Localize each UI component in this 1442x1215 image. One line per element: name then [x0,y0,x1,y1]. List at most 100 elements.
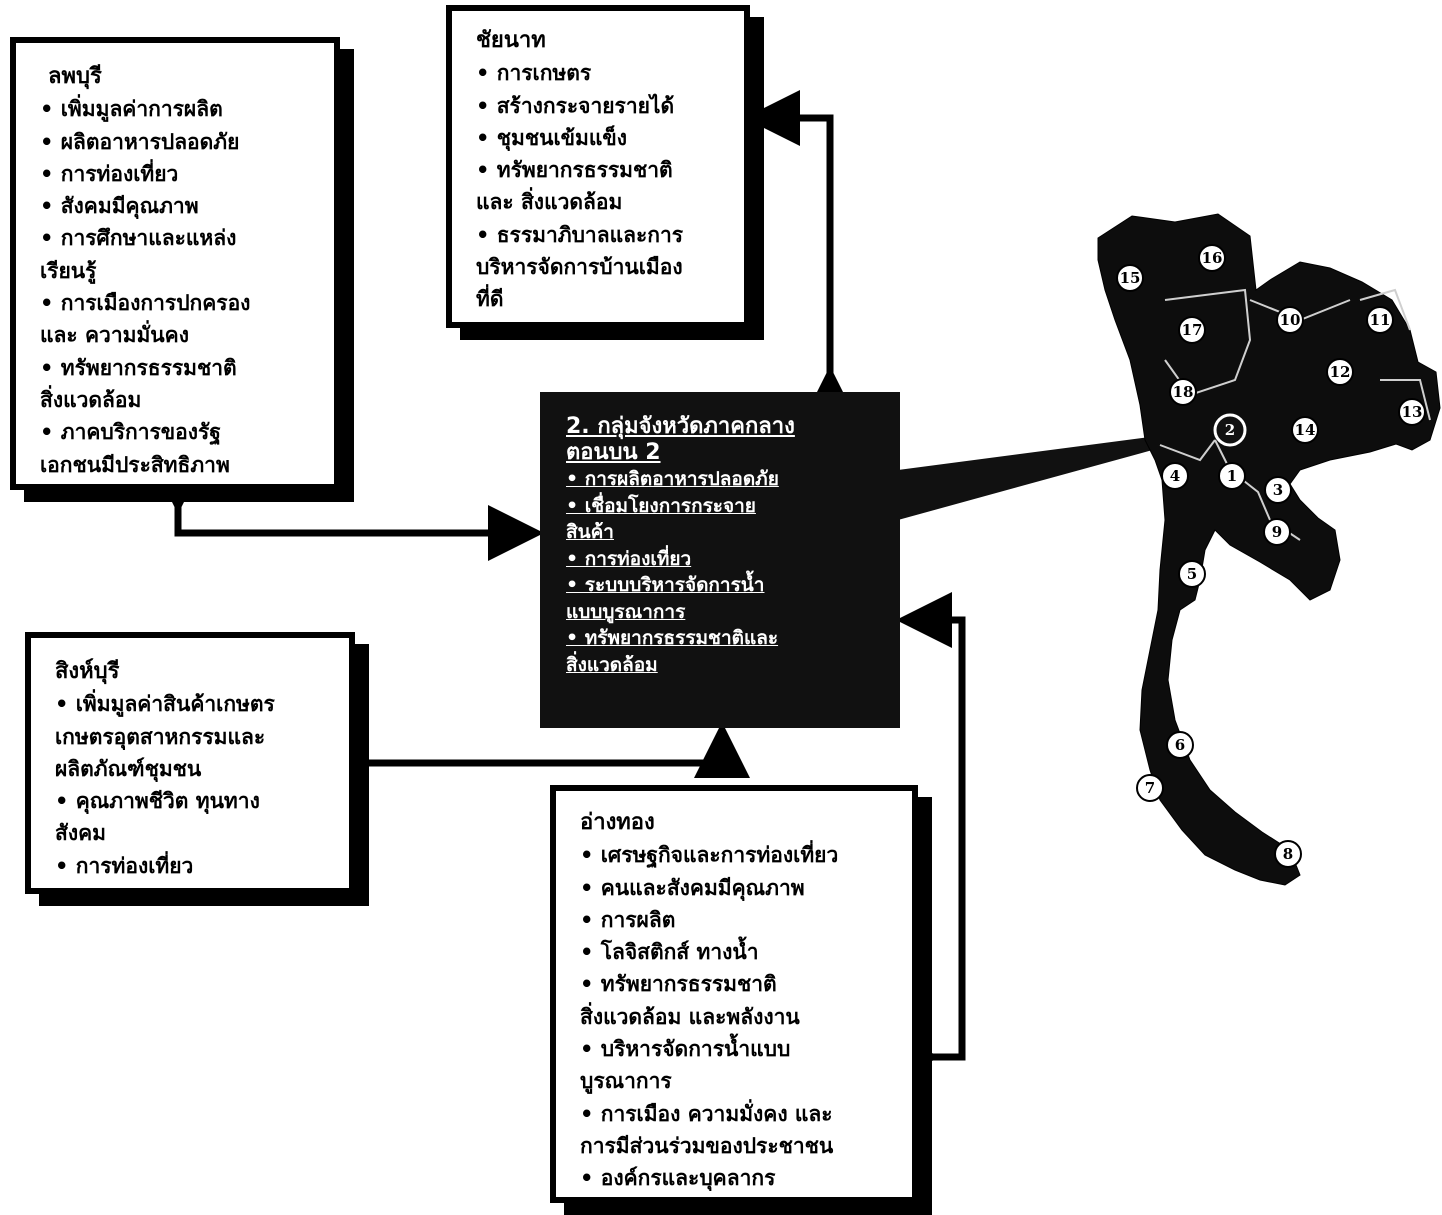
svg-text:15: 15 [1120,269,1141,287]
central-item: • ระบบบริหารจัดการน้ำ [566,574,765,596]
chainat-item: ที่ดี [476,287,504,312]
central-item: • เชื่อมโยงการกระจาย [566,494,756,517]
chainat-list: • การเกษตร • สร้างกระจายรายได้ • ชุมชนเข… [476,57,734,315]
singburi-item: • เพิ่มมูลค่าสินค้าเกษตร [55,692,275,717]
lopburi-item: สิ่งแวดล้อม [40,387,142,412]
singburi-item: เกษตรอุตสาหกรรมและ [55,724,266,749]
region-badge-11: 11 [1366,306,1394,334]
singburi-item: • คุณภาพชีวิต ทุนทาง [55,789,260,814]
central-item: แบบบูรณาการ [566,600,686,623]
angthong-item: • โลจิสติกส์ ทางน้ำ [580,940,759,965]
lopburi-list: • เพิ่มมูลค่าการผลิต • ผลิตอาหารปลอดภัย … [40,93,324,481]
svg-text:3: 3 [1273,481,1283,499]
central-item: สินค้า [566,521,614,543]
lopburi-item: • ผลิตอาหารปลอดภัย [40,129,240,154]
angthong-item: สิ่งแวดล้อม และพลังงาน [580,1004,800,1029]
region-badge-14: 14 [1291,416,1319,444]
central-list: • การผลิตอาหารปลอดภัย • เชื่อมโยงการกระจ… [566,466,890,678]
singburi-item: • การท่องเที่ยว [55,853,194,878]
lopburi-item: • การศึกษาและแหล่ง [40,226,237,251]
central-item: สิ่งแวดล้อม [566,653,658,676]
svg-text:12: 12 [1330,363,1351,381]
region-badge-4: 4 [1161,462,1189,490]
chainat-item: • สร้างกระจายรายได้ [476,93,675,118]
region-badge-5: 5 [1178,560,1206,588]
lopburi-item: เรียนรู้ [40,258,97,283]
svg-text:6: 6 [1175,736,1185,754]
region-badge-13: 13 [1398,398,1426,426]
lopburi-item: • ทรัพยากรธรรมชาติ [40,355,237,380]
arrow-angthong-center [884,592,966,1085]
lopburi-box: ลพบุรี • เพิ่มมูลค่าการผลิต • ผลิตอาหารป… [10,37,340,490]
region-badge-3: 3 [1264,476,1292,504]
svg-text:8: 8 [1283,845,1293,863]
central-title-line1: 2. กลุ่มจังหวัดภาคกลาง [566,414,795,439]
chainat-item: • ธรรมาภิบาลและการ [476,222,684,247]
lopburi-item: • สังคมมีคุณภาพ [40,194,199,219]
svg-text:10: 10 [1280,311,1301,329]
central-item: • การผลิตอาหารปลอดภัย [566,468,779,490]
region-badge-8: 8 [1274,840,1302,868]
arrow-lopburi-center [150,458,544,561]
chainat-item: • การเกษตร [476,61,592,86]
lopburi-item: เอกชนมีประสิทธิภาพ [40,452,230,477]
angthong-item: • คนและสังคมมีคุณภาพ [580,875,805,900]
singburi-title: สิงห์บุรี [55,659,120,684]
svg-text:18: 18 [1173,383,1194,401]
angthong-item: • องค์กรและบุคลากร [580,1166,776,1191]
angthong-item: • ทรัพยากรธรรมชาติ [580,972,777,997]
singburi-item: สังคม [55,821,106,846]
chainat-box: ชัยนาท • การเกษตร • สร้างกระจายรายได้ • … [446,5,750,328]
region-badge-18: 18 [1169,378,1197,406]
chainat-item: • ชุมชนเข้มแข็ง [476,125,627,150]
region-badge-16: 16 [1198,244,1226,272]
singburi-list: • เพิ่มมูลค่าสินค้าเกษตร เกษตรอุตสาหกรรม… [55,688,339,882]
angthong-item: การมีส่วนร่วมของประชาชน [580,1133,834,1158]
svg-text:11: 11 [1370,311,1391,329]
svg-text:4: 4 [1170,467,1180,485]
region-badge-17: 17 [1178,316,1206,344]
angthong-item: • การเมือง ความมั่งคง และ [580,1101,833,1126]
central-title-line2: ตอนบน 2 [566,440,661,465]
svg-text:1: 1 [1227,467,1237,485]
region-badge-2: 2 [1213,413,1247,447]
svg-text:16: 16 [1202,249,1223,267]
angthong-item: • เศรษฐกิจและการท่องเที่ยว [580,843,839,868]
lopburi-item: • การเมืองการปกครอง [40,291,251,316]
angthong-item: บูรณาการ [580,1069,672,1094]
angthong-item: • การผลิต [580,907,676,932]
arrow-singburi-center [320,722,750,791]
arrow-chainat-center [744,90,858,422]
lopburi-title: ลพบุรี [48,64,102,89]
chainat-item: บริหารจัดการบ้านเมือง [476,255,683,280]
region-badge-9: 9 [1263,518,1291,546]
callout-wedge [898,428,1218,520]
angthong-item: • บริหารจัดการน้ำแบบ [580,1037,791,1062]
singburi-box: สิงห์บุรี • เพิ่มมูลค่าสินค้าเกษตร เกษตร… [25,632,355,894]
svg-text:5: 5 [1187,565,1197,583]
lopburi-item: และ ความมั่นคง [40,323,189,348]
region-badge-6: 6 [1166,731,1194,759]
svg-text:17: 17 [1182,321,1203,339]
svg-text:14: 14 [1295,421,1316,439]
svg-text:9: 9 [1272,523,1282,541]
region-badge-12: 12 [1326,358,1354,386]
chainat-title: ชัยนาท [476,28,546,53]
chainat-item: • ทรัพยากรธรรมชาติ [476,158,673,183]
svg-text:7: 7 [1145,779,1155,797]
lopburi-item: • ภาคบริการของรัฐ [40,420,221,445]
lopburi-item: • การท่องเที่ยว [40,161,179,186]
region-badge-7: 7 [1136,774,1164,802]
map-region-badges: 16 15 17 10 11 12 18 2 14 13 4 1 3 9 5 6… [1116,244,1426,868]
central-region-panel: 2. กลุ่มจังหวัดภาคกลาง ตอนบน 2 • การผลิต… [540,392,900,728]
angthong-list: • เศรษฐกิจและการท่องเที่ยว • คนและสังคมม… [580,839,902,1194]
angthong-title: อ่างทอง [580,810,655,835]
lopburi-item: • เพิ่มมูลค่าการผลิต [40,97,223,122]
svg-text:13: 13 [1402,403,1423,421]
region-badge-10: 10 [1276,306,1304,334]
region-badge-1: 1 [1218,462,1246,490]
central-item: • การท่องเที่ยว [566,547,692,570]
singburi-item: ผลิตภัณฑ์ชุมชน [55,756,202,781]
svg-text:2: 2 [1225,421,1235,439]
